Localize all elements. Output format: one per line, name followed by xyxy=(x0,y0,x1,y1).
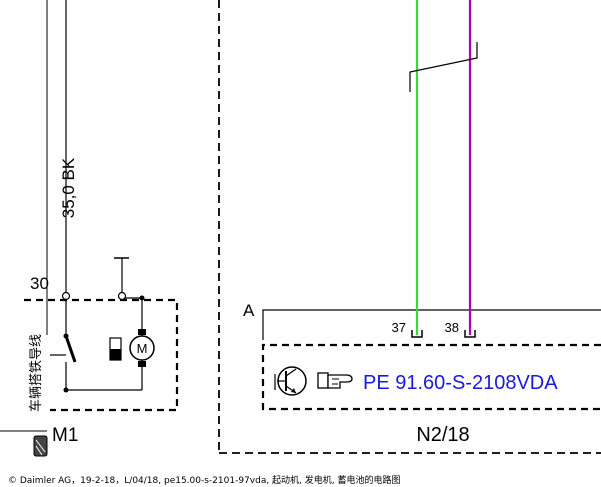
footer-copyright: © Daimler AG，19-2-18，L/04/18, pe15.00-s-… xyxy=(8,476,401,486)
motor-label: M xyxy=(137,341,148,356)
terminal-50-connector[interactable] xyxy=(117,291,127,301)
terminal-label-30: 30 xyxy=(30,274,49,293)
motor-junction-dot xyxy=(139,295,145,301)
switch-blade xyxy=(64,335,77,363)
junction-dot xyxy=(63,387,69,393)
component-box-m1 xyxy=(24,298,179,412)
pin-connector-37[interactable] xyxy=(411,330,423,338)
pin-label-37: 37 xyxy=(392,320,406,335)
bus-label-a: A xyxy=(243,301,255,320)
reference-link[interactable]: PE 91.60-S-2108VDA xyxy=(363,372,558,394)
transistor-icon xyxy=(274,366,307,396)
component-label-n2-18: N2/18 xyxy=(416,424,469,446)
bus-a-line xyxy=(262,309,601,340)
motor-icon xyxy=(129,329,155,367)
terminal-30-connector[interactable] xyxy=(61,291,71,301)
component-label-m1: M1 xyxy=(52,425,78,446)
pointing-hand-icon[interactable] xyxy=(317,372,353,389)
ground-icon xyxy=(33,435,48,457)
solenoid-core xyxy=(110,349,121,360)
pin-connector-38[interactable] xyxy=(464,330,476,338)
wire-label-35-bk: 35,0 BK xyxy=(59,157,78,218)
ground-wire-label: 车辆搭铁导线 xyxy=(28,334,43,412)
twisted-pair-marker xyxy=(409,42,478,92)
pin-label-38: 38 xyxy=(445,320,459,335)
component-box-n2-18 xyxy=(261,343,601,411)
